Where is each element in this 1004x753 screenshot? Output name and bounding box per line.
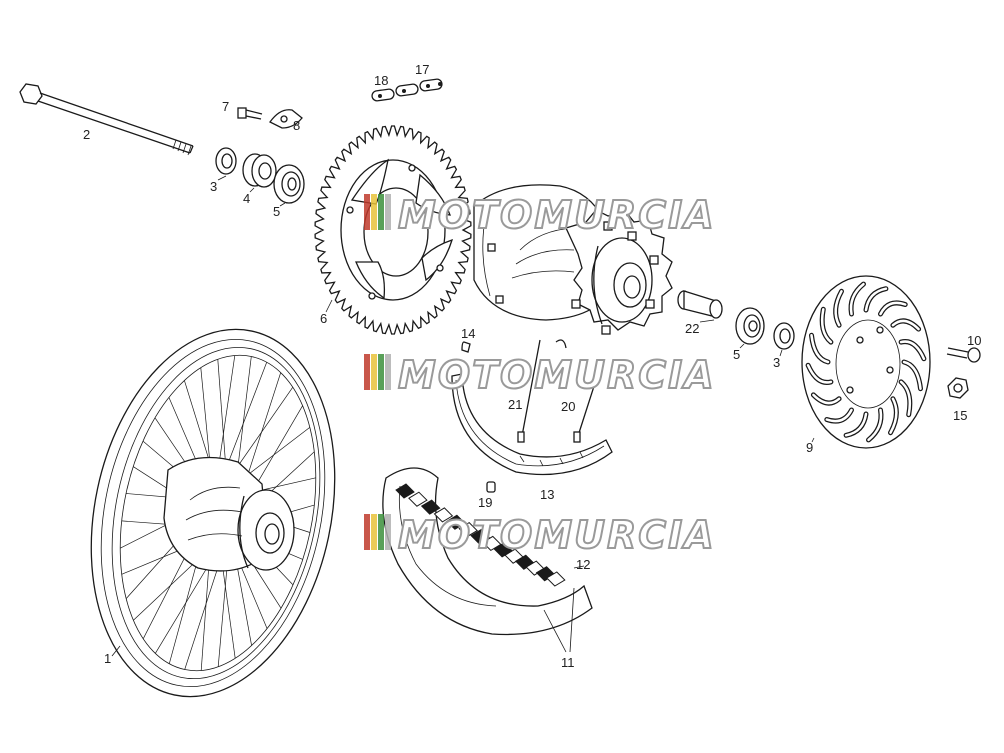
rear-hub-part: [473, 184, 673, 335]
callout-4: 4: [243, 191, 250, 206]
watermark-middle: MOTOMURCIA: [364, 352, 716, 398]
bearing-left-part: [273, 164, 305, 204]
chain-link-part: [371, 78, 443, 102]
clip-part: [269, 109, 303, 129]
callout-17: 17: [415, 62, 429, 77]
bearing-right-part: [735, 307, 765, 345]
callout-7: 7: [222, 99, 229, 114]
watermark-text: MOTOMURCIA: [398, 353, 716, 397]
callout-1: 1: [104, 651, 111, 666]
rear-wheel-part: [90, 328, 336, 698]
seal-left-part: [215, 147, 237, 175]
bolt-small-part: [237, 107, 263, 120]
callout-14: 14: [461, 326, 475, 341]
tyre-part: [382, 467, 593, 636]
disc-bolt-part: [946, 347, 981, 363]
callout-18: 18: [374, 73, 388, 88]
callout-11: 11: [561, 655, 575, 670]
callout-22: 22: [685, 321, 699, 336]
disc-nut-part: [947, 377, 969, 399]
callout-13: 13: [540, 487, 554, 502]
watermark-text: MOTOMURCIA: [398, 193, 716, 237]
spacer-part: [242, 153, 277, 188]
callout-9: 9: [806, 440, 813, 455]
valve-nut-part: [486, 481, 496, 493]
callout-19: 19: [478, 495, 492, 510]
callout-labels: 1 2 3 4 5 6 7 8 3 5 22 9 10 15 11 12 13 …: [83, 62, 981, 670]
callout-2: 2: [83, 127, 90, 142]
spacer-right-part: [677, 290, 723, 319]
callout-8: 8: [293, 118, 300, 133]
leader-lines: [111, 175, 815, 657]
callout-10: 10: [967, 333, 981, 348]
callout-15: 15: [953, 408, 967, 423]
seal-right-part: [773, 322, 795, 350]
brake-disc-part: [801, 275, 931, 449]
callout-3-right: 3: [773, 355, 780, 370]
watermark-bottom: MOTOMURCIA: [364, 512, 716, 558]
callout-5-right: 5: [733, 347, 740, 362]
axle-part: [19, 83, 194, 156]
callout-20: 20: [561, 399, 575, 414]
watermark-top: MOTOMURCIA: [364, 192, 716, 238]
rim-band-part: [451, 341, 613, 476]
spoke-items-part: [517, 339, 597, 443]
callout-5-left: 5: [273, 204, 280, 219]
callout-21: 21: [508, 397, 522, 412]
watermark-text: MOTOMURCIA: [398, 513, 716, 557]
callout-3-left: 3: [210, 179, 217, 194]
callout-12: 12: [576, 557, 590, 572]
callout-6: 6: [320, 311, 327, 326]
